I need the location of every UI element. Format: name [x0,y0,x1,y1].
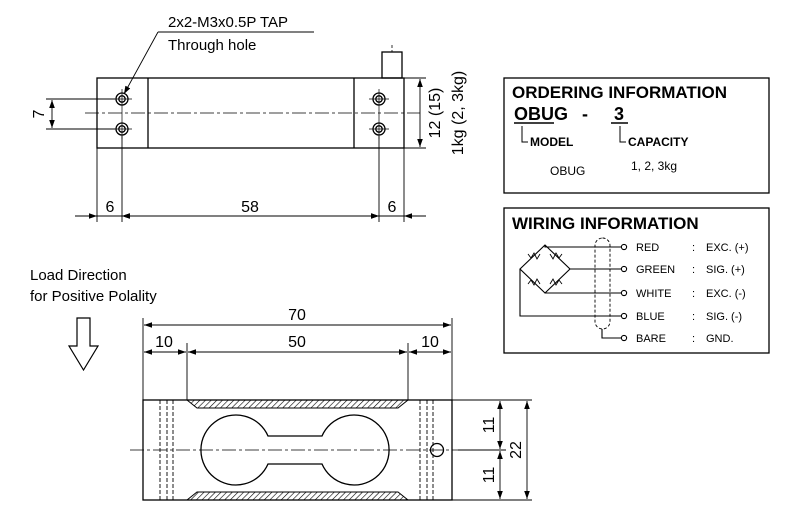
wire-sep: : [692,242,695,254]
ordering-capacity-value: 1, 2, 3kg [631,159,677,173]
ordering-title: ORDERING INFORMATION [512,83,727,102]
wire-signal: EXC. (-) [706,288,746,300]
dim-top-left: 6 [106,199,115,216]
ordering-separator: - [582,104,588,124]
side-view [130,318,532,501]
dim-lower-half: 11 [481,467,498,484]
ordering-model-label: MODEL [530,135,573,149]
top-view [46,31,426,222]
wire-color: BARE [636,333,666,345]
tap-hole-icon [115,92,386,136]
wire-signal: SIG. (+) [706,264,745,276]
wire-sep: : [692,311,695,323]
dim-top-center: 58 [241,199,259,216]
tap-note-line2: Through hole [168,37,256,54]
dim-side-left: 10 [155,334,173,351]
dim-total-length: 70 [288,307,306,324]
wiring-legend: RED : EXC. (+) GREEN : SIG. (+) WHITE : … [636,242,748,345]
wire-signal: EXC. (+) [706,242,748,254]
dim-capacity: 1kg (2, 3kg) [450,71,467,155]
wire-color: RED [636,242,659,254]
wire-color: WHITE [636,288,671,300]
ordering-model-value: OBUG [550,164,585,178]
dim-side-height: 22 [508,441,525,459]
cable-shield [594,237,611,330]
wire-sep: : [692,333,695,345]
arrow-down-icon [67,317,100,372]
wiring-box [503,207,770,354]
wire-signal: SIG. (-) [706,311,742,323]
bending-beam-cutout [200,414,390,486]
wire-signal: GND. [706,333,734,345]
dim-hole-pitch: 7 [31,109,48,118]
ordering-capacity-code: 3 [614,104,624,124]
bridge-icon [519,244,571,294]
ordering-model-code: OBUG [514,104,568,124]
wire-color: BLUE [636,311,665,323]
wiring-title: WIRING INFORMATION [512,214,699,233]
wire-sep: : [692,288,695,300]
wire-sep: : [692,264,695,276]
load-direction-line1: Load Direction [30,267,127,284]
load-direction-line2: for Positive Polality [30,288,157,305]
dim-height-top: 12 (15) [427,88,444,139]
tap-note-line1: 2x2-M3x0.5P TAP [168,14,288,31]
dim-side-right: 10 [421,334,439,351]
cable [381,51,403,79]
ordering-box [503,77,770,194]
dim-top-right: 6 [388,199,397,216]
ordering-capacity-label: CAPACITY [628,135,688,149]
wire-color: GREEN [636,264,675,276]
dim-side-center: 50 [288,334,306,351]
dim-upper-half: 11 [481,417,498,434]
